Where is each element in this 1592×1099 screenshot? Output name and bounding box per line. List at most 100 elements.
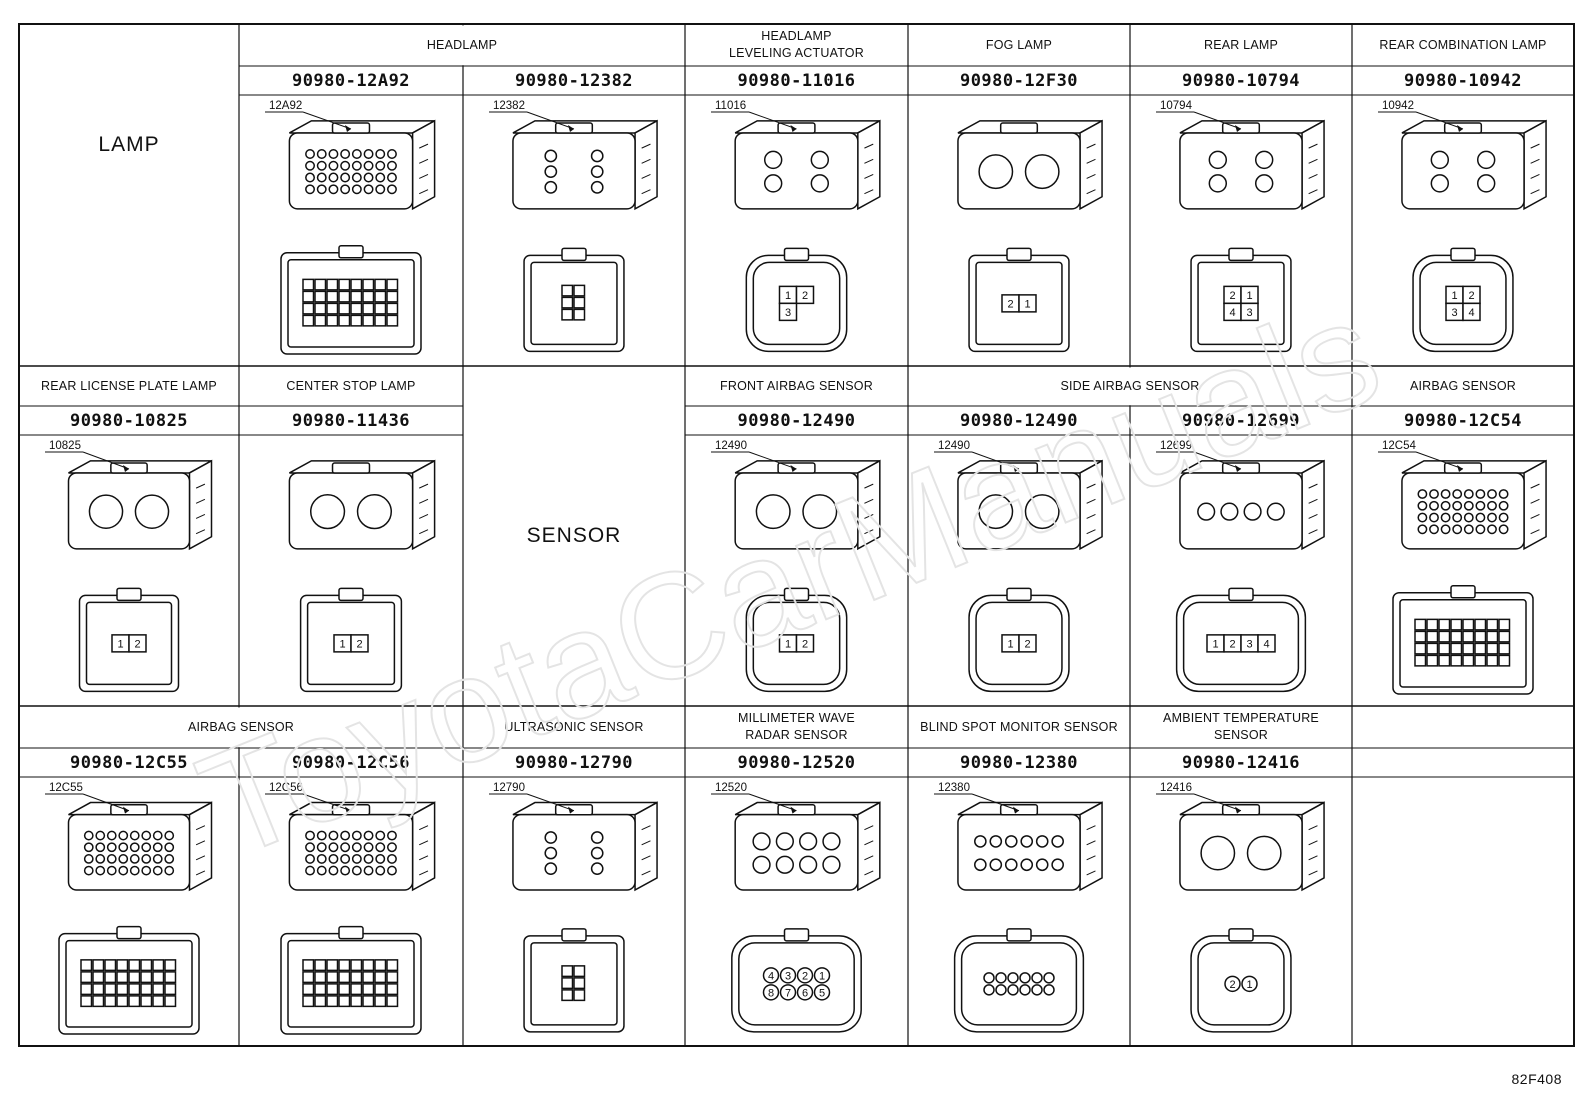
pin-number: 1 [1451,290,1457,302]
callout-label: 10794 [1160,100,1193,112]
connector-3d-view [289,461,434,549]
connector-drawing: 12790 [463,782,685,1046]
pin-number: 4 [1229,307,1235,319]
part-number: 90980-12A92 [291,70,411,91]
caption-center-stop-lamp: CENTER STOP LAMP [286,378,416,393]
connector-3d-view [735,803,880,890]
part-number: 90980-10794 [1181,70,1301,91]
callout-label: 12380 [938,782,970,794]
pin-number: 1 [1024,298,1030,310]
pin-number: 4 [1263,638,1269,650]
callout-label: 12490 [938,440,970,452]
pin-number: 5 [819,987,825,999]
callout-label: 12C56 [269,782,303,794]
pin-number: 3 [1451,307,1457,319]
lamp-group-label: LAMP [98,133,160,156]
callout-label: 12699 [1160,440,1192,452]
pin-number: 2 [1229,638,1235,650]
connector-3d-view [958,803,1102,890]
part-number: 90980-11436 [291,410,411,431]
pin-number: 2 [1229,290,1235,302]
part-number: 90980-12416 [1181,752,1301,773]
connector-face-view [281,246,421,354]
pin-number: 1 [1246,979,1252,991]
caption-rear-combination-lamp: REAR COMBINATION LAMP [1379,37,1547,52]
caption-millimeter-wave-radar-sensor: MILLIMETER WAVE RADAR SENSOR [738,711,855,742]
callout-label: 12490 [715,440,747,452]
callout-label: 12C54 [1382,440,1416,452]
connector-3d-view [958,121,1102,209]
connector-3d-view [513,803,657,890]
connector-3d-view [735,121,880,209]
connector-3d-view [1402,461,1546,549]
pin-number: 1 [339,638,345,650]
caption-front-airbag-sensor: FRONT AIRBAG SENSOR [720,378,873,393]
pin-number: 8 [768,987,774,999]
connector-3d-view [289,121,434,209]
sensor-group-label: SENSOR [526,524,622,547]
connector-face-view [281,927,421,1034]
part-number: 90980-12382 [514,70,634,91]
figure-id: 82F408 [1511,1071,1562,1087]
callout-label: 10825 [49,440,81,452]
pin-number: 2 [802,638,808,650]
pin-number: 4 [1468,307,1474,319]
callout-label: 12520 [715,782,747,794]
part-number: 90980-12380 [959,752,1079,773]
outer-frame [18,23,1575,1047]
part-number: 90980-12790 [514,752,634,773]
pin-number: 1 [117,638,123,650]
pin-number: 1 [785,290,791,302]
callout-label: 12C55 [49,782,83,794]
connector-3d-view [289,803,434,890]
pin-number: 6 [802,987,808,999]
connector-3d-view [513,121,657,209]
part-number: 90980-12699 [1181,410,1301,431]
caption-ultrasonic-sensor: ULTRASONIC SENSOR [504,719,644,734]
callout-label: 12790 [493,782,525,794]
caption-blind-spot-monitor-sensor: BLIND SPOT MONITOR SENSOR [920,719,1118,734]
callout-label: 12382 [493,100,525,112]
connector-3d-view [1180,121,1324,209]
connector-face-view [524,929,624,1032]
connector-face-view [59,927,199,1034]
caption-headlamp: HEADLAMP [426,37,498,52]
connector-drawing: 12A92 [239,100,463,366]
part-number: 90980-12520 [737,752,856,773]
pin-number: 2 [802,290,808,302]
callout-label: 11016 [715,100,746,112]
callout-label: 12A92 [269,100,302,112]
pin-number: 2 [356,638,362,650]
connector-face-view [1393,586,1533,694]
caption-empty [1352,706,1574,748]
pin-number: 1 [1212,638,1218,650]
connector-drawing: 12C54 [1352,440,1574,706]
connector-drawing: 12382 [463,100,685,366]
part-number: 90980-12C56 [291,752,411,773]
connector-3d-view [1402,121,1546,209]
pin-number: 2 [134,638,140,650]
connector-3d-view [1180,803,1324,890]
caption-airbag-sensor: AIRBAG SENSOR [187,719,295,734]
pin-number: 3 [1246,307,1252,319]
caption-headlamp-leveling-actuator: HEADLAMP LEVELING ACTUATOR [729,29,864,60]
